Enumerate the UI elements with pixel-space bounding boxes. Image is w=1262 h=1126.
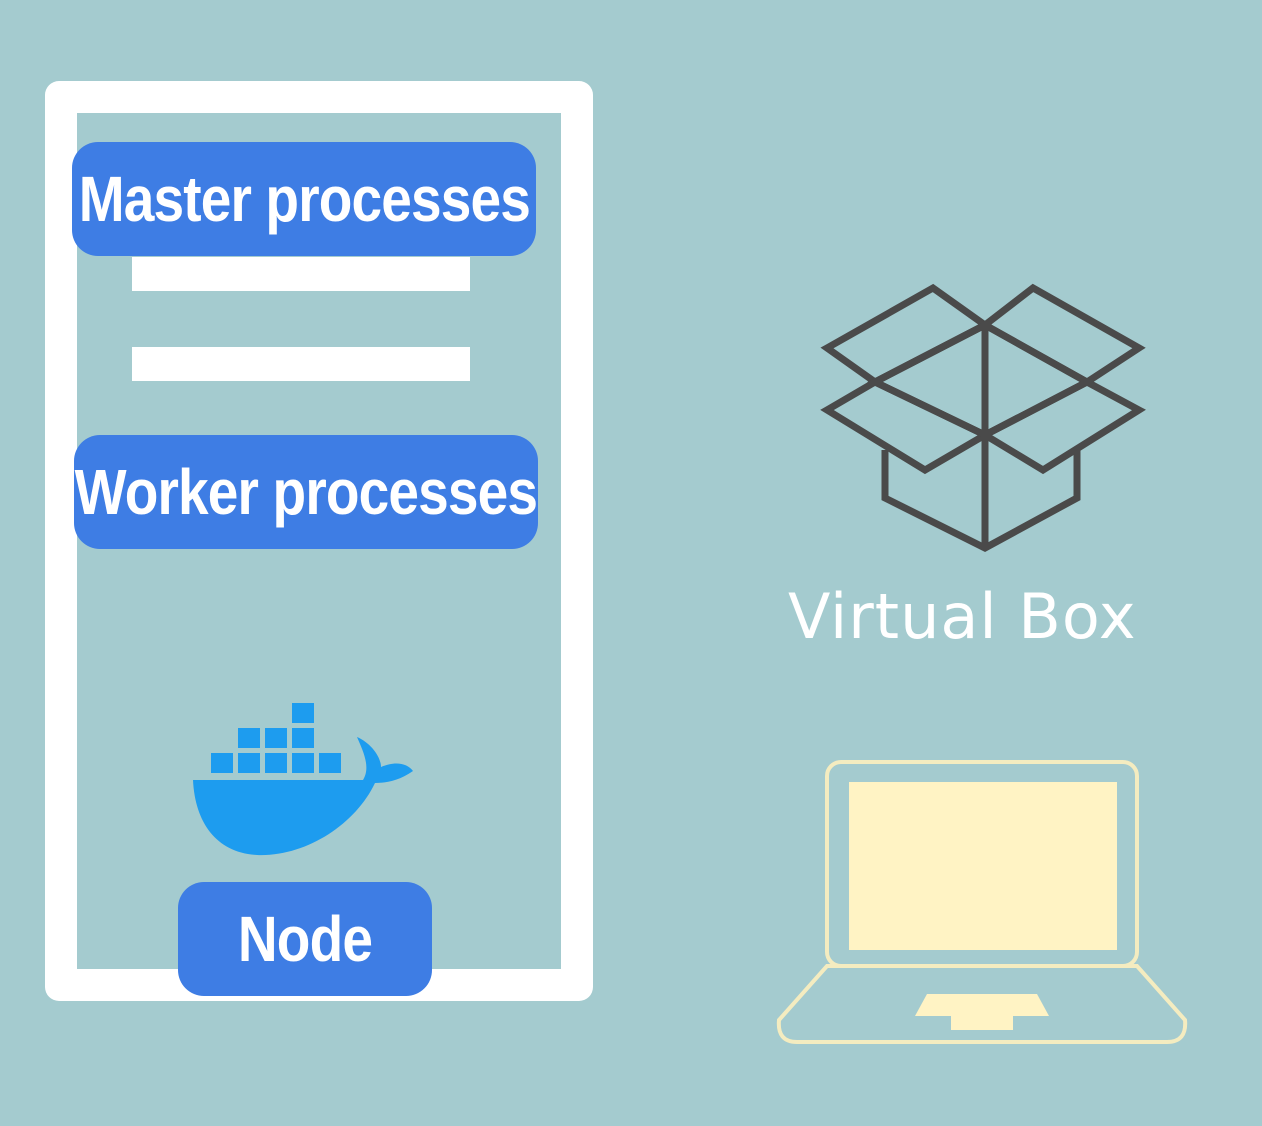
- server-slot-bar: [132, 347, 470, 381]
- node-label: Node: [178, 882, 432, 996]
- laptop-icon: [776, 760, 1188, 1044]
- virtualbox-label: Virtual Box: [788, 580, 1137, 653]
- server-slot-bar: [132, 257, 470, 291]
- virtualbox-cube-icon: [820, 283, 1146, 552]
- worker-processes-label: Worker processes: [74, 435, 538, 549]
- master-processes-label: Master processes: [72, 142, 536, 256]
- docker-whale-icon: [193, 703, 413, 856]
